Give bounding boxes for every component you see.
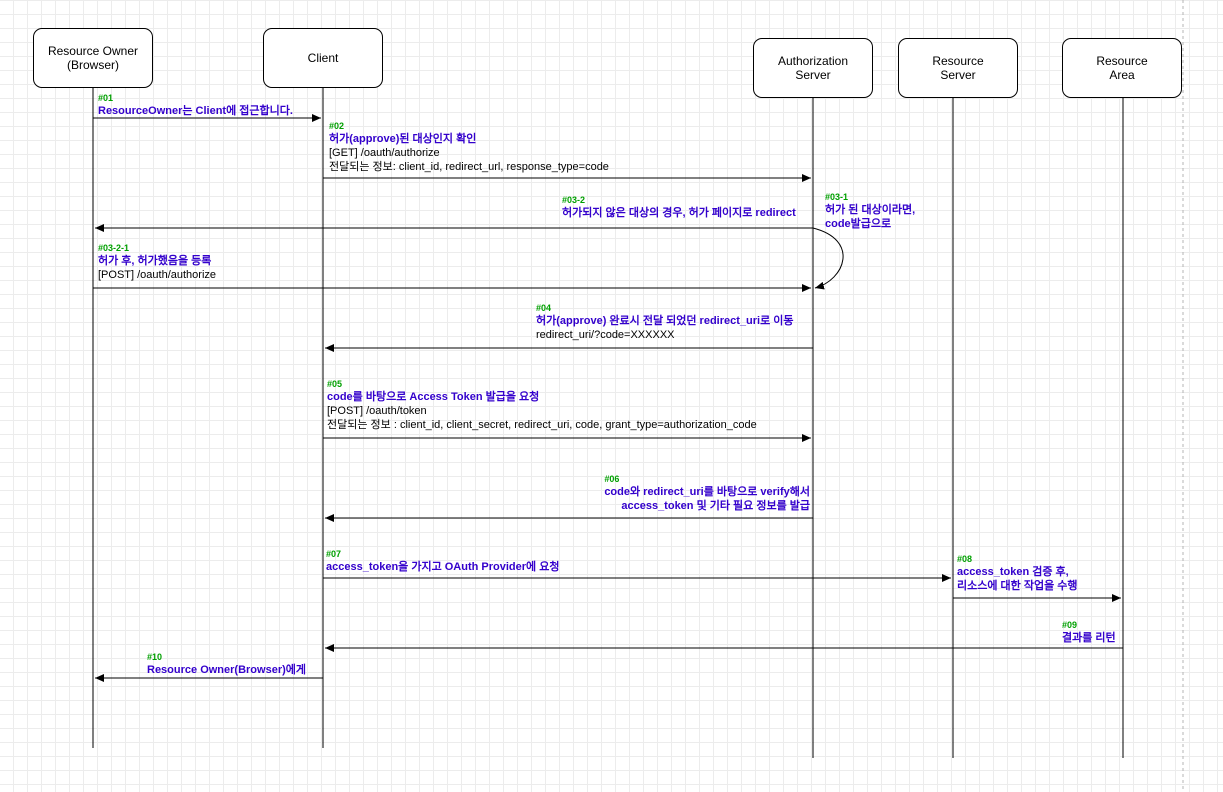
step-number: #09 bbox=[1062, 620, 1078, 630]
step-number: #03-2 bbox=[562, 195, 586, 205]
step-title: code와 redirect_uri를 바탕으로 verify해서 bbox=[604, 486, 810, 498]
step-title: 허가 된 대상이라면, bbox=[825, 204, 916, 216]
message-03-1: #03-1 허가 된 대상이라면, code발급으로 bbox=[825, 192, 915, 231]
step-number: #02 bbox=[329, 121, 345, 131]
step-title: Resource Owner(Browser)에게 bbox=[147, 664, 307, 676]
step-number: #03-1 bbox=[825, 192, 849, 202]
message-05: #05 code를 바탕으로 Access Token 발급을 요청 [POST… bbox=[327, 379, 757, 432]
step-title: 허가(approve)된 대상인지 확인 bbox=[329, 133, 477, 145]
step-title: access_token 검증 후, bbox=[957, 566, 1069, 578]
message-07: #07 access_token을 가지고 OAuth Provider에 요청 bbox=[326, 549, 559, 574]
step-number: #03-2-1 bbox=[98, 243, 130, 253]
step-title: code를 바탕으로 Access Token 발급을 요청 bbox=[327, 391, 540, 403]
arrow-03-1 bbox=[812, 227, 844, 290]
step-title-continued: 리소스에 대한 작업을 수행 bbox=[957, 580, 1078, 592]
actor-authorization-server: Authorization Server bbox=[753, 38, 873, 98]
step-number: #01 bbox=[98, 93, 114, 103]
step-title-continued: access_token 및 기타 필요 정보를 발급 bbox=[621, 500, 810, 512]
step-detail: 전달되는 정보: client_id, redirect_url, respon… bbox=[329, 161, 609, 173]
step-number: #07 bbox=[326, 549, 342, 559]
step-title: 허가(approve) 완료시 전달 되었던 redirect_uri로 이동 bbox=[536, 315, 794, 327]
step-detail: [POST] /oauth/authorize bbox=[98, 269, 217, 281]
step-detail: 전달되는 정보 : client_id, client_secret, redi… bbox=[327, 419, 757, 431]
message-01: #01 ResourceOwner는 Client에 접근합니다. bbox=[98, 93, 293, 118]
step-number: #06 bbox=[604, 474, 620, 484]
message-03-2: #03-2 허가되지 않은 대상의 경우, 허가 페이지로 redirect bbox=[562, 195, 796, 220]
step-number: #08 bbox=[957, 554, 973, 564]
message-09: #09 결과를 리턴 bbox=[1062, 620, 1116, 645]
actor-sublabel: Area bbox=[1109, 68, 1135, 82]
actor-resource-area: Resource Area bbox=[1062, 38, 1182, 98]
step-detail: redirect_uri/?code=XXXXXX bbox=[536, 329, 675, 341]
step-number: #05 bbox=[327, 379, 343, 389]
actor-sublabel: Server bbox=[795, 68, 831, 82]
step-title: 허가되지 않은 대상의 경우, 허가 페이지로 redirect bbox=[562, 207, 796, 219]
actor-label: Authorization bbox=[777, 54, 849, 68]
step-title-continued: code발급으로 bbox=[825, 218, 892, 230]
step-title: 허가 후, 허가했음을 등록 bbox=[98, 255, 212, 267]
actor-label: Client bbox=[307, 51, 339, 65]
step-detail: [POST] /oauth/token bbox=[327, 405, 427, 417]
actor-client: Client bbox=[263, 28, 383, 88]
actor-label: Resource bbox=[1096, 54, 1148, 68]
step-number: #04 bbox=[536, 303, 552, 313]
actor-sublabel: Server bbox=[940, 68, 976, 82]
step-title: 결과를 리턴 bbox=[1062, 632, 1116, 644]
actor-label: Resource bbox=[932, 54, 984, 68]
actor-label: Resource Owner bbox=[47, 44, 139, 58]
step-title: access_token을 가지고 OAuth Provider에 요청 bbox=[326, 561, 560, 573]
actor-sublabel: (Browser) bbox=[66, 58, 119, 72]
actor-resource-owner: Resource Owner (Browser) bbox=[33, 28, 153, 88]
step-detail: [GET] /oauth/authorize bbox=[329, 147, 440, 159]
step-title: ResourceOwner는 Client에 접근합니다. bbox=[98, 105, 293, 117]
message-10: #10 Resource Owner(Browser)에게 bbox=[147, 652, 306, 677]
message-03-2-1: #03-2-1 허가 후, 허가했음을 등록 [POST] /oauth/aut… bbox=[98, 243, 216, 282]
message-04: #04 허가(approve) 완료시 전달 되었던 redirect_uri로… bbox=[536, 303, 793, 342]
message-06: #06 code와 redirect_uri를 바탕으로 verify해서 ac… bbox=[604, 474, 810, 513]
message-02: #02 허가(approve)된 대상인지 확인 [GET] /oauth/au… bbox=[329, 121, 609, 174]
message-08: #08 access_token 검증 후, 리소스에 대한 작업을 수행 bbox=[957, 554, 1078, 593]
step-number: #10 bbox=[147, 652, 163, 662]
actor-resource-server: Resource Server bbox=[898, 38, 1018, 98]
